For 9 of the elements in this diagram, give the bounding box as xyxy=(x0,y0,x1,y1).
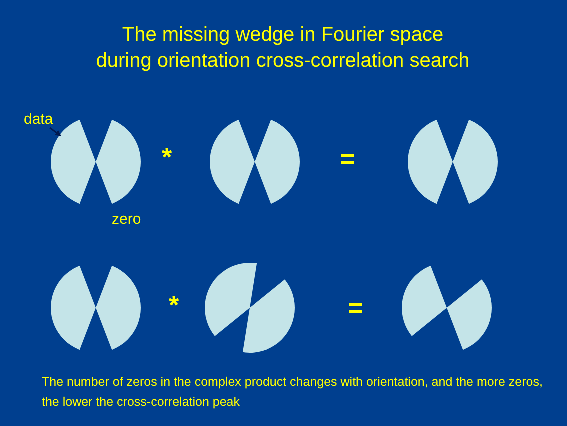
callout-label: data xyxy=(24,111,54,128)
caption-text: The number of zeros in the complex product changes with orientation, and the more zeros, the lower the cross-correlation peak xyxy=(42,374,544,411)
operator-symbol: = xyxy=(348,293,364,324)
callout-label: zero xyxy=(112,211,142,228)
operator-symbol: * xyxy=(162,142,172,173)
operator-symbol: * xyxy=(169,290,180,321)
slide-title: The missing wedge in Fourier space during orientation cross-correlation search xyxy=(95,23,471,74)
operator-symbol: = xyxy=(340,144,356,175)
leader-arrow xyxy=(50,127,62,136)
